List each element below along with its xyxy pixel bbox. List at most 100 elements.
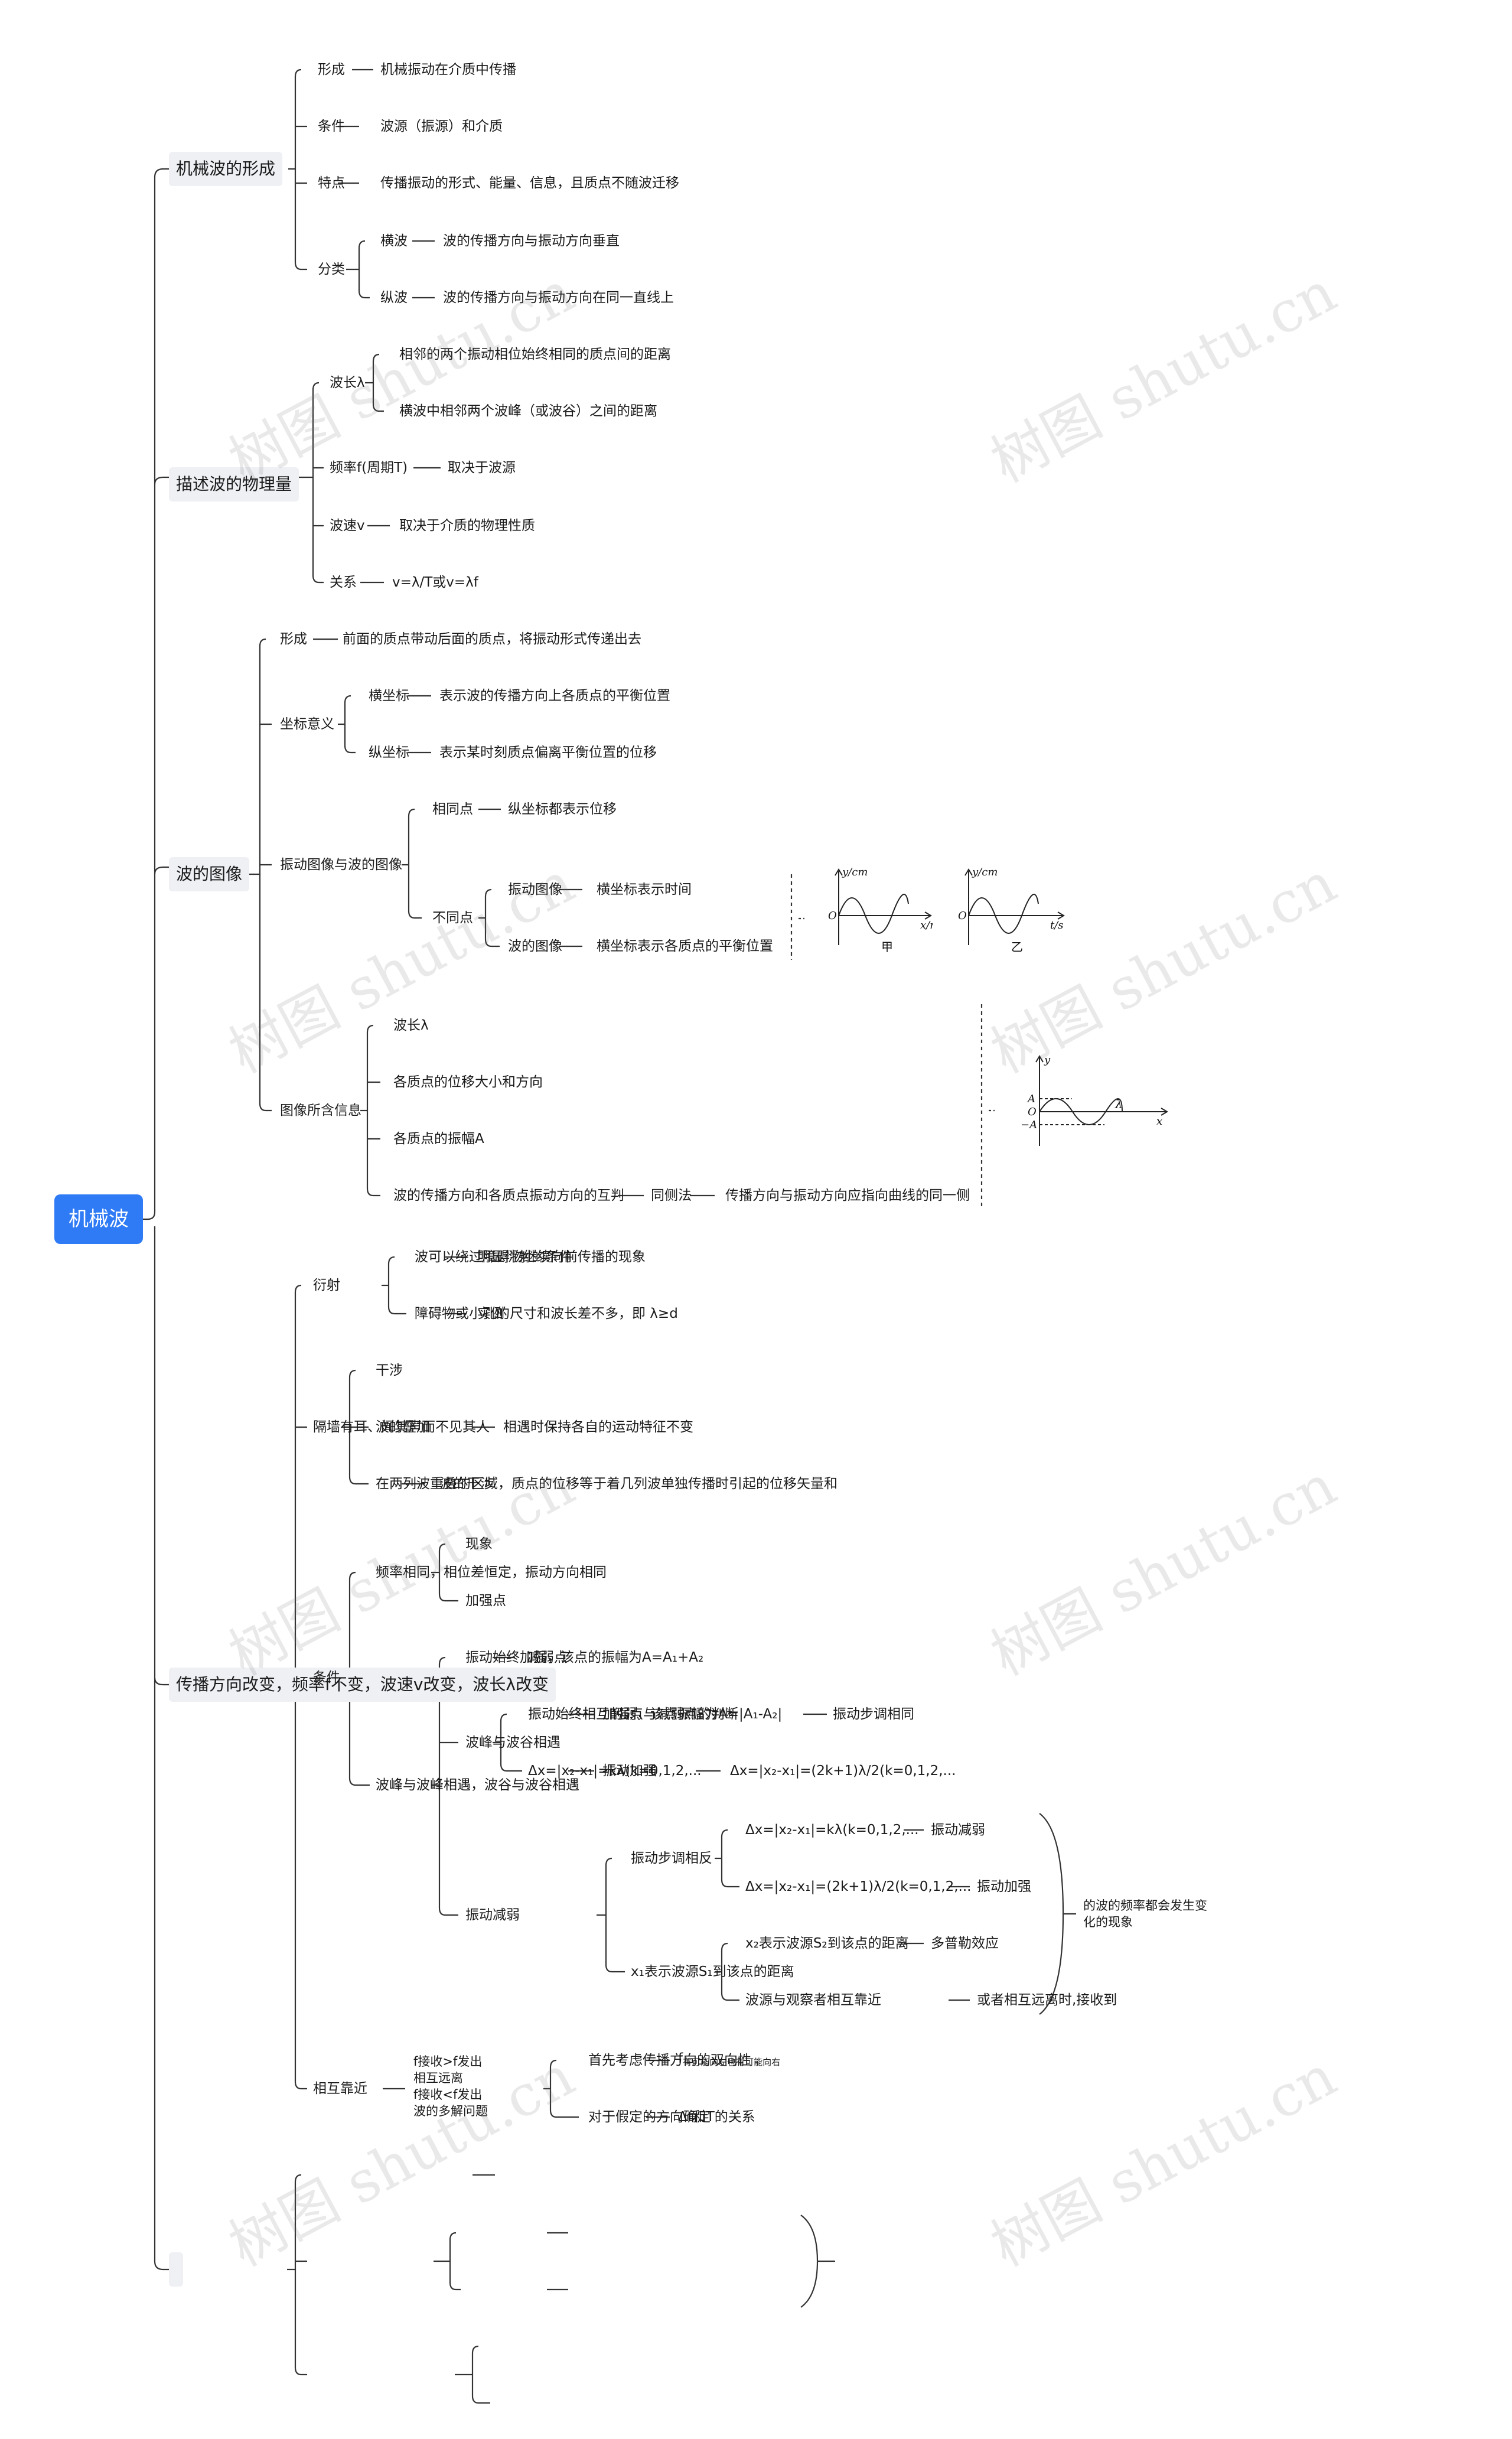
node-64[interactable]: 现象	[465, 1536, 493, 1552]
node-86[interactable]: 或者相互远离时,接收到	[977, 1992, 1117, 2008]
branch-quantities[interactable]: 描述波的物理量	[169, 467, 299, 502]
node-82[interactable]: x₁表示波源S₁到该点的距离	[631, 1964, 794, 1979]
node-41[interactable]: 各质点的振幅A	[393, 1131, 484, 1147]
node-18[interactable]: 波速v	[330, 518, 365, 533]
node-40[interactable]: 各质点的位移大小和方向	[393, 1074, 543, 1090]
node-6[interactable]: 传播振动的形式、能量、信息，且质点不随波迁移	[380, 175, 679, 191]
node-20[interactable]: 关系	[330, 575, 357, 590]
node-10[interactable]: 纵波	[380, 290, 408, 305]
node-66[interactable]: 波峰与波峰相遇，波谷与波谷相遇	[376, 1777, 579, 1793]
node-24[interactable]: 前面的质点带动后面的质点，将振动形式传递出去	[343, 631, 641, 647]
node-63[interactable]: 频率相同，相位差恒定，振动方向相同	[376, 1565, 607, 1580]
node-16[interactable]: 频率f(周期T)	[330, 460, 408, 476]
node-31[interactable]: 相同点	[432, 802, 473, 817]
node-37[interactable]: 横坐标表示各质点的平衡位置	[597, 939, 773, 954]
node-74[interactable]: 振动加强	[602, 1763, 657, 1779]
node-95[interactable]: f有可能向左也有可能向右	[678, 2051, 781, 2067]
node-90[interactable]: f接收>f发出	[413, 2054, 483, 2069]
node-43[interactable]: 同侧法	[651, 1188, 692, 1203]
node-26[interactable]: 横坐标	[369, 688, 409, 704]
node-19[interactable]: 取决于介质的物理性质	[399, 518, 535, 533]
node-13[interactable]: 波长λ	[330, 375, 365, 390]
node-73[interactable]: Δx=|x₂-x₁|=kλ(k=0,1,2,...	[528, 1763, 702, 1779]
node-93[interactable]: 波的多解问题	[413, 2104, 488, 2118]
node-85[interactable]: 波源与观察者相互靠近	[745, 1992, 881, 2008]
node-17[interactable]: 取决于波源	[448, 460, 516, 476]
node-71[interactable]: 加强点与减弱点的判断	[602, 1707, 738, 1722]
node-23[interactable]: 形成	[280, 631, 307, 647]
node-75[interactable]: Δx=|x₂-x₁|=(2k+1)λ/2(k=0,1,2,...	[730, 1763, 956, 1779]
node-54[interactable]: 障碍物或小孔的尺寸和波长差不多，即 λ≥d	[415, 1306, 678, 1321]
node-53[interactable]: 明显衍射的条件	[477, 1249, 572, 1265]
node-67[interactable]: 振动始终加强，该点的振幅为A=A₁+A₂	[465, 1650, 704, 1665]
node-94[interactable]: 首先考虑传播方向的双向性	[588, 2053, 751, 2068]
node-14[interactable]: 相邻的两个振动相位始终相同的质点间的距离	[399, 347, 671, 362]
node-11[interactable]: 波的传播方向与振动方向在同一直线上	[443, 290, 674, 305]
node-29[interactable]: 表示某时刻质点偏离平衡位置的位移	[439, 745, 657, 760]
node-32[interactable]: 纵坐标都表示位移	[508, 802, 617, 817]
wave-figure-a: y/cm x/m O 甲	[828, 866, 933, 954]
node-42[interactable]: 波的传播方向和各质点振动方向的互判	[393, 1188, 624, 1203]
node-52[interactable]: 波可以绕过障碍物继续向前传播的现象	[415, 1249, 646, 1265]
root-node[interactable]: 机械波	[54, 1194, 143, 1244]
node-79[interactable]: 振动减弱	[931, 1822, 985, 1838]
node-72[interactable]: 振动步调相同	[833, 1707, 914, 1722]
wave-figure-c: y x O A −A λ	[1021, 1054, 1168, 1146]
node-36[interactable]: 波的图像	[508, 939, 562, 954]
node-27[interactable]: 表示波的传播方向上各质点的平衡位置	[439, 688, 670, 704]
node-3[interactable]: 条件	[318, 119, 345, 134]
node-38[interactable]: 图像所含信息	[280, 1103, 361, 1118]
node-2[interactable]: 机械振动在介质中传播	[380, 62, 516, 77]
node-15[interactable]: 横波中相邻两个波峰（或波谷）之间的距离	[399, 403, 657, 419]
branch-phenomena[interactable]: 传播方向改变，频率f不变，波速v改变，波长λ改变	[169, 1668, 556, 1702]
node-92[interactable]: f接收<f发出	[413, 2088, 483, 2102]
fig-a-xlabel: x/m	[920, 919, 933, 932]
node-89[interactable]: 相互靠近	[313, 2081, 367, 2096]
node-33[interactable]: 不同点	[432, 910, 473, 926]
node-30[interactable]: 振动图像与波的图像	[280, 857, 402, 872]
node-62[interactable]: 条件	[313, 1670, 340, 1685]
node-78[interactable]: Δx=|x₂-x₁|=kλ(k=0,1,2,...	[745, 1822, 919, 1838]
node-61[interactable]: 波的干涉	[439, 1476, 494, 1492]
node-34[interactable]: 振动图像	[508, 882, 562, 897]
fig-a-origin: O	[828, 910, 837, 922]
node-77[interactable]: 振动步调相反	[631, 1851, 712, 1866]
branch-wave-graph[interactable]: 波的图像	[169, 857, 250, 891]
node-9[interactable]: 波的传播方向与振动方向垂直	[443, 233, 620, 249]
node-96[interactable]: 对于假定的方向确定	[588, 2109, 711, 2125]
node-95a: 有可能向左也有可能向右	[683, 2057, 781, 2067]
node-25[interactable]: 坐标意义	[280, 717, 334, 732]
node-97[interactable]: Δt和T的关系	[678, 2108, 755, 2126]
node-35[interactable]: 横坐标表示时间	[597, 882, 692, 897]
node-56[interactable]: 隔墙有耳、闻其声而不见其人	[313, 1419, 490, 1435]
node-70[interactable]: 振动始终相互削弱，该点振幅为A=|A₁-A₂|	[528, 1707, 783, 1722]
node-59[interactable]: 相遇时保持各自的运动特征不变	[503, 1419, 693, 1435]
branch-formation[interactable]: 机械波的形成	[169, 152, 283, 186]
node-39[interactable]: 波长λ	[393, 1018, 429, 1033]
node-21[interactable]: v=λ/T或v=λf	[392, 575, 478, 590]
node-81[interactable]: 振动加强	[977, 1879, 1031, 1894]
node-28[interactable]: 纵坐标	[369, 745, 409, 760]
node-51[interactable]: 衍射	[313, 1278, 340, 1293]
node-65[interactable]: 加强点	[465, 1593, 506, 1608]
node-7[interactable]: 分类	[318, 262, 345, 277]
fig-a-caption: 甲	[881, 940, 893, 954]
node-57[interactable]: 干涉	[376, 1363, 403, 1378]
node-4[interactable]: 波源（振源）和介质	[380, 119, 503, 134]
branch-multi-solution[interactable]	[169, 2252, 183, 2287]
node-84[interactable]: 多普勒效应	[931, 1936, 999, 1951]
node-76[interactable]: 振动减弱	[465, 1907, 520, 1923]
node-8[interactable]: 横波	[380, 233, 408, 249]
node-58[interactable]: 波的叠加	[376, 1419, 430, 1435]
node-69[interactable]: 波峰与波谷相遇	[465, 1735, 561, 1750]
node-5[interactable]: 特点	[318, 175, 345, 191]
node-44[interactable]: 传播方向与振动方向应指向曲线的同一侧	[725, 1188, 970, 1203]
node-80[interactable]: Δx=|x₂-x₁|=(2k+1)λ/2(k=0,1,2,...	[745, 1879, 972, 1894]
node-83[interactable]: x₂表示波源S₂到该点的距离	[745, 1936, 909, 1951]
node-60[interactable]: 在两列波重叠的区域，质点的位移等于着几列波单独传播时引起的位移矢量和	[376, 1476, 838, 1492]
node-1[interactable]: 形成	[318, 62, 345, 77]
node-55[interactable]: 实例	[477, 1306, 504, 1321]
node-68[interactable]: 减弱点	[527, 1650, 568, 1665]
node-91[interactable]: 相互远离	[413, 2071, 463, 2085]
